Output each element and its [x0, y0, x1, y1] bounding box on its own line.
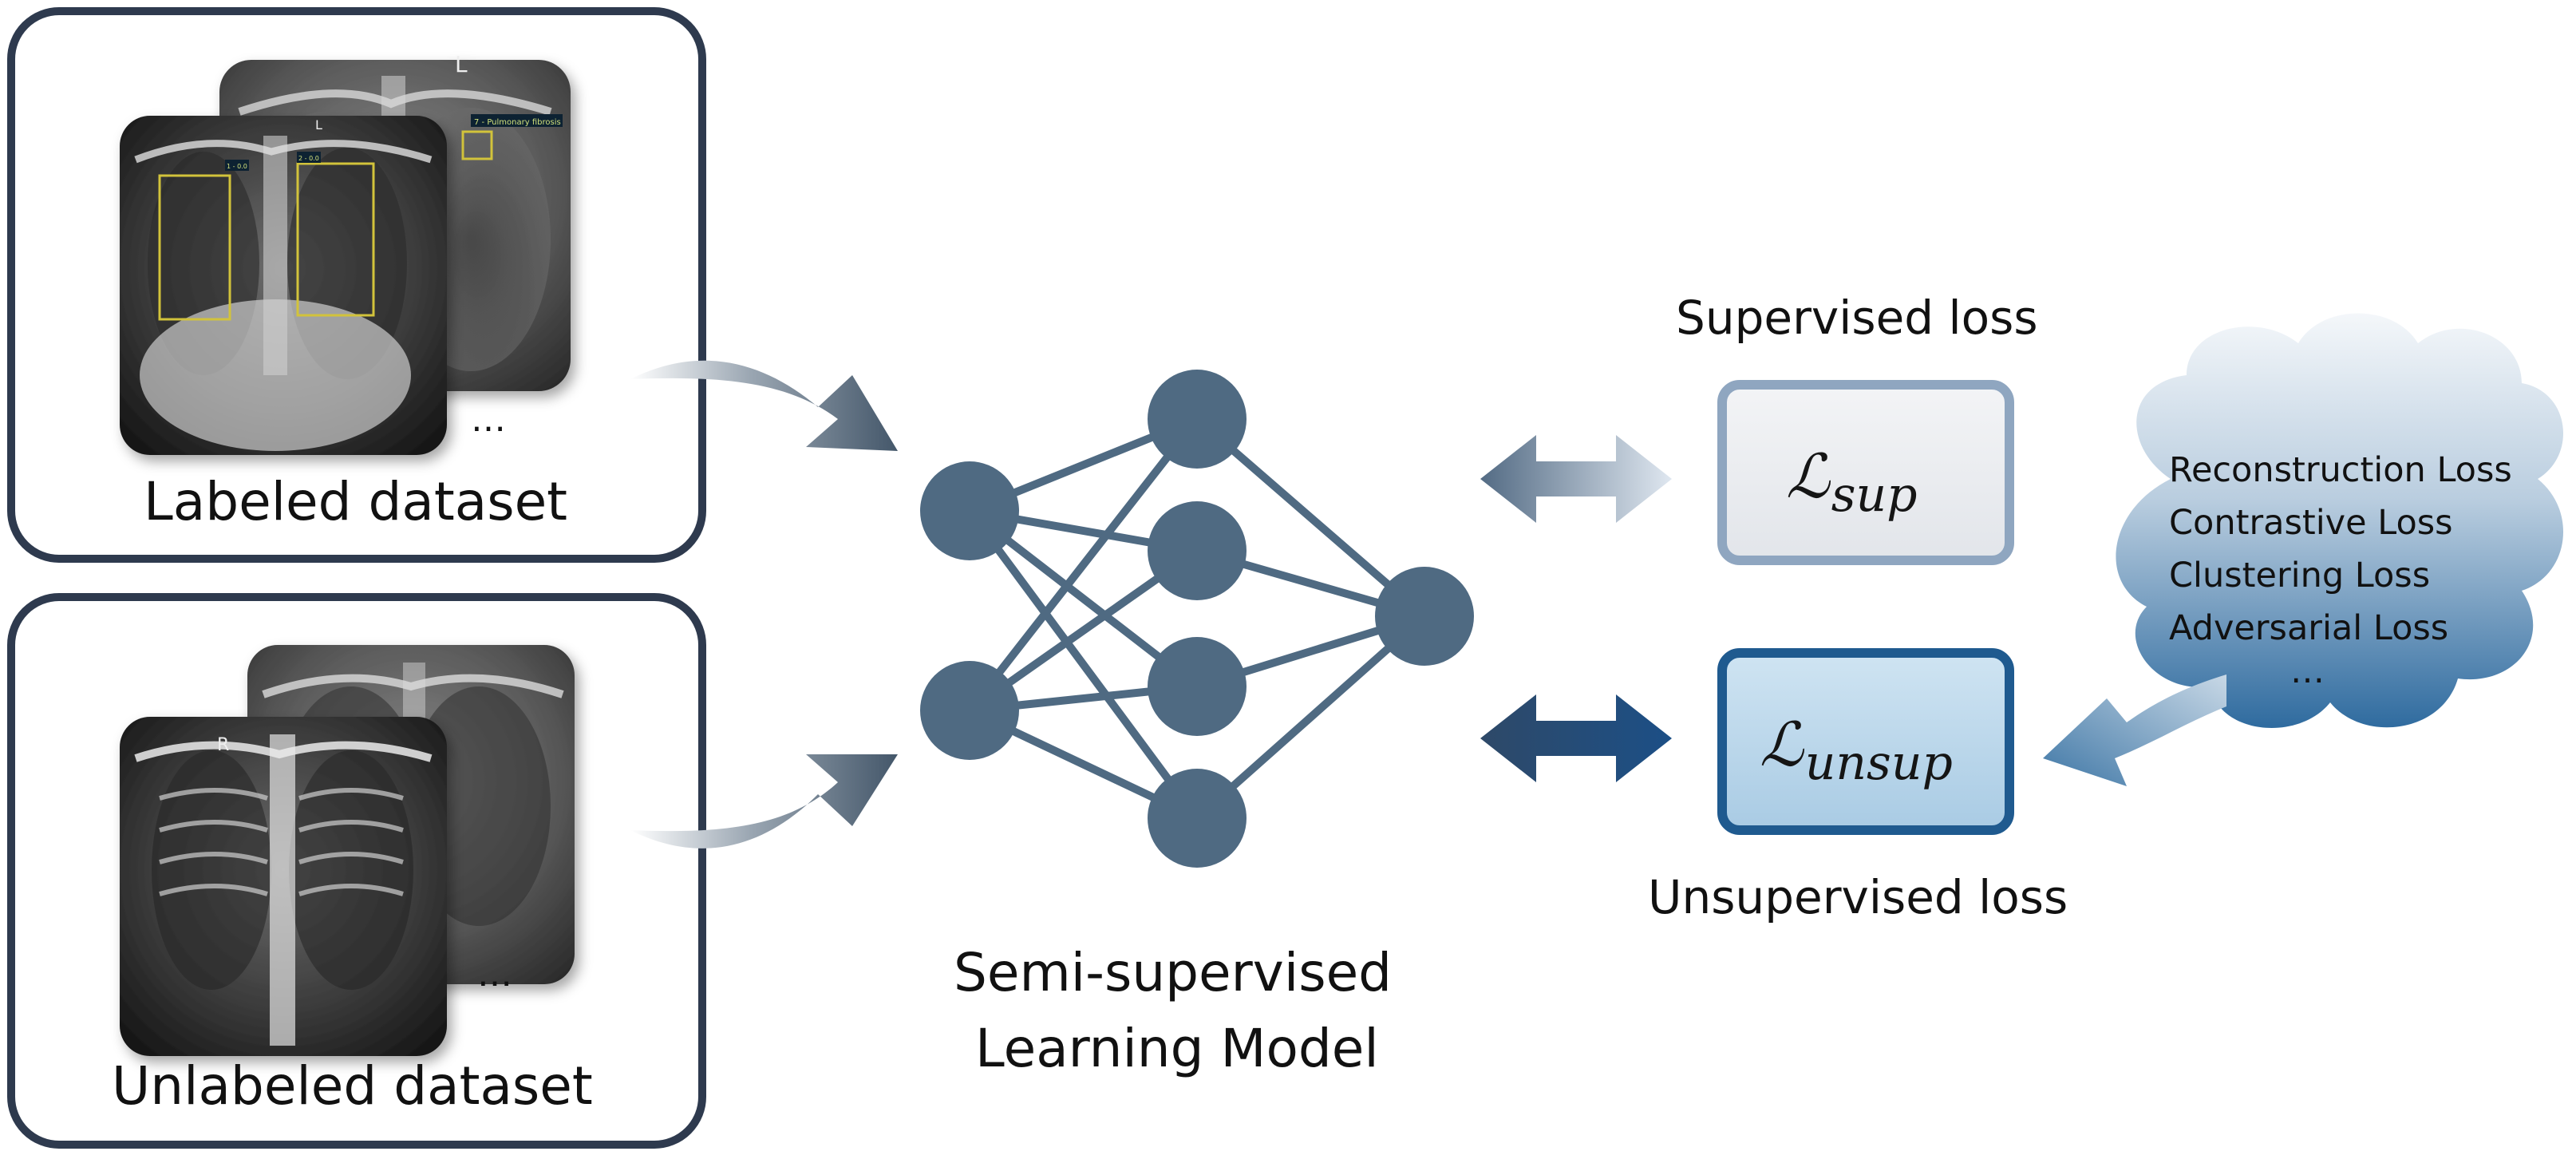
hidden-node-4 — [1148, 769, 1247, 868]
loss-script-l: ℒ — [1786, 441, 1830, 512]
unsupervised-loss-symbol: ℒunsup — [1760, 709, 1953, 791]
supervised-loss-box — [1717, 380, 2014, 565]
unlabeled-xray-front: R — [120, 717, 447, 1056]
loss-subscript: sup — [1831, 466, 1918, 523]
loss-type-item: Reconstruction Loss — [2169, 450, 2512, 490]
side-marker-unlabeled: R — [217, 735, 229, 755]
loss-subscript: unsup — [1804, 734, 1953, 791]
labeled-dataset-title: Labeled dataset — [144, 471, 568, 532]
unlabeled-dataset-title: Unlabeled dataset — [112, 1055, 593, 1117]
network-edges — [966, 415, 1428, 822]
model-title-line2: Learning Model — [975, 1018, 1379, 1079]
labeled-more-ellipsis: … — [471, 399, 506, 440]
loss-type-item: Clustering Loss — [2169, 556, 2431, 595]
unsupervised-double-arrow — [1480, 694, 1672, 782]
network-nodes — [920, 370, 1474, 868]
unsup-loss-cloud — [2116, 313, 2564, 729]
input-node-1 — [920, 461, 1019, 560]
unlabeled-to-model-arrow — [630, 754, 898, 849]
loss-script-l: ℒ — [1760, 709, 1804, 780]
labeled-to-model-arrow — [630, 360, 898, 451]
unlabeled-more-ellipsis: … — [477, 954, 512, 995]
neural-network — [920, 370, 1474, 868]
cloud-to-unsup-arrow — [2043, 674, 2226, 786]
loss-type-item: Adversarial Loss — [2169, 608, 2449, 648]
side-marker-back: L — [455, 51, 468, 77]
hidden-node-2 — [1148, 501, 1247, 600]
supervised-loss-caption: Supervised loss — [1676, 291, 2038, 345]
finding-tag: 7 - Pulmonary fibrosis — [474, 118, 561, 127]
loss-type-more: … — [2290, 651, 2325, 691]
hidden-node-3 — [1148, 637, 1247, 736]
input-node-2 — [920, 661, 1019, 760]
box-tag-1: 1 - 0.0 — [227, 163, 247, 170]
supervised-double-arrow — [1480, 435, 1672, 523]
hidden-node-1 — [1148, 370, 1247, 469]
unsupervised-loss-caption: Unsupervised loss — [1648, 870, 2068, 924]
output-node — [1375, 567, 1474, 666]
box-tag-2: 2 - 0.0 — [298, 155, 319, 162]
labeled-xray-front: 1 - 0.0 2 - 0.0 L — [120, 116, 447, 455]
model-title-line1: Semi-supervised — [954, 942, 1393, 1003]
side-marker-front: L — [315, 117, 322, 133]
supervised-loss-symbol: ℒsup — [1786, 441, 1918, 523]
loss-type-item: Contrastive Loss — [2169, 503, 2453, 543]
unsupervised-loss-box — [1717, 648, 2014, 835]
